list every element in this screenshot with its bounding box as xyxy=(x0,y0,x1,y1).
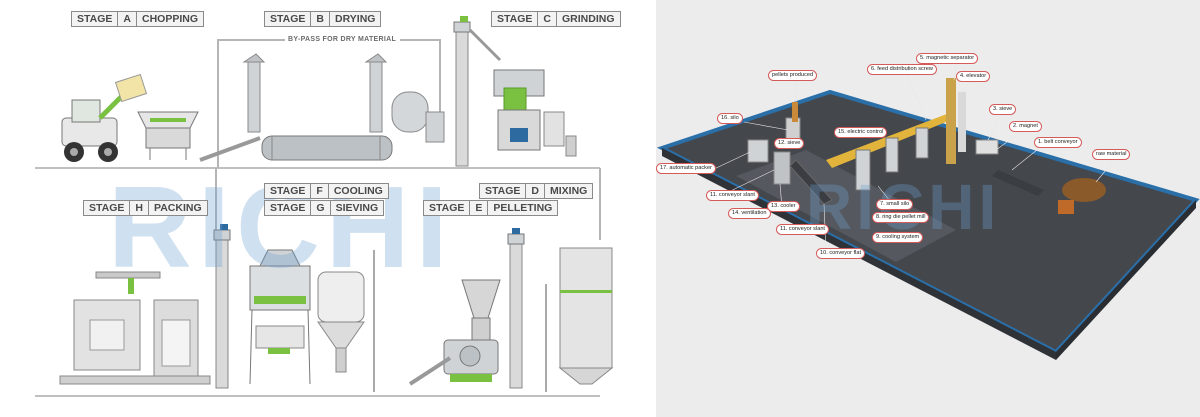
stage-h-label: STAGE H PACKING xyxy=(83,200,208,216)
left-watermark: RICHI xyxy=(108,162,454,292)
elevator-f xyxy=(213,224,231,389)
process-drawing xyxy=(35,16,614,397)
pellet-bag xyxy=(792,102,798,122)
callout-conveyor-flat: 10. conveyor flat xyxy=(816,248,866,259)
callout-silo-16: 16. silo xyxy=(717,113,743,124)
stage-f-label: STAGE F COOLING xyxy=(264,183,389,199)
callout-sieve-12: 12. sieve xyxy=(774,138,805,149)
callout-feed-distribution-screw: 6. feed distribution screw xyxy=(867,64,937,75)
callout-cooler: 13. cooler xyxy=(767,201,800,212)
raw-material-pile xyxy=(1062,178,1106,202)
callout-elevator: 4. elevator xyxy=(956,71,991,82)
bypass-label: BY-PASS FOR DRY MATERIAL xyxy=(288,36,397,43)
belt-conveyor xyxy=(992,170,1044,196)
callout-cooling-system: 9. cooling system xyxy=(872,232,924,243)
sieve-3 xyxy=(975,139,999,155)
callout-electric-control: 15. electric control xyxy=(834,127,888,138)
mixer-silo xyxy=(545,247,614,392)
elevator-d xyxy=(507,228,525,389)
callout-magnetic-separator: 5. magnetic separator xyxy=(916,53,979,64)
stage-b-label: STAGE B DRYING xyxy=(264,11,382,27)
elevator-c xyxy=(453,16,502,167)
callout-small-silo: 7. small silo xyxy=(876,199,914,210)
callout-conveyor-slant-lower: 11. conveyor slant xyxy=(776,224,829,235)
conveyor-a xyxy=(199,136,261,162)
cooler xyxy=(773,151,791,185)
automatic-packer xyxy=(747,139,769,163)
plant-layout-panel: RICHI pellets produced 5. magnetic separ… xyxy=(656,0,1200,417)
stage-c-label: STAGE C GRINDING xyxy=(491,11,621,27)
stage-e-label: STAGE E PELLETING xyxy=(423,200,559,216)
cooler-machine xyxy=(249,249,311,385)
callout-automatic-packer: 17. automatic packer xyxy=(656,163,716,174)
ring-die-pellet-mill xyxy=(855,149,871,191)
elevator-tower xyxy=(946,78,956,164)
chopper-hopper xyxy=(137,111,199,160)
process-diagram-panel: RICHI STAGE A CHOPPING STAGE B DRYING ST… xyxy=(35,11,621,397)
loader-machine xyxy=(61,73,148,162)
sieve-machine xyxy=(317,250,375,392)
callout-magnet: 2. magnet xyxy=(1009,121,1042,132)
stage-d-label: STAGE D MIXING xyxy=(479,183,594,199)
dryer-machine xyxy=(242,53,445,161)
stage-g-label: STAGE G SIEVING xyxy=(264,200,385,216)
callout-ring-die-pellet-mill: 8. ring die pellet mill xyxy=(872,212,930,223)
callout-sieve-3: 3. sieve xyxy=(989,104,1017,115)
packing-machine xyxy=(59,271,211,385)
callout-raw-material: raw material xyxy=(1092,149,1131,160)
stage-a-label: STAGE A CHOPPING xyxy=(71,11,205,27)
grinder-machine xyxy=(493,69,577,157)
callout-belt-conveyor: 1. belt conveyor xyxy=(1034,137,1082,148)
callout-ventilation: 14. ventilation xyxy=(728,208,771,219)
pellet-mill xyxy=(408,279,501,386)
callout-pellets-produced: pellets produced xyxy=(768,70,818,81)
callout-conveyor-slant-upper: 11. conveyor slant xyxy=(706,190,759,201)
